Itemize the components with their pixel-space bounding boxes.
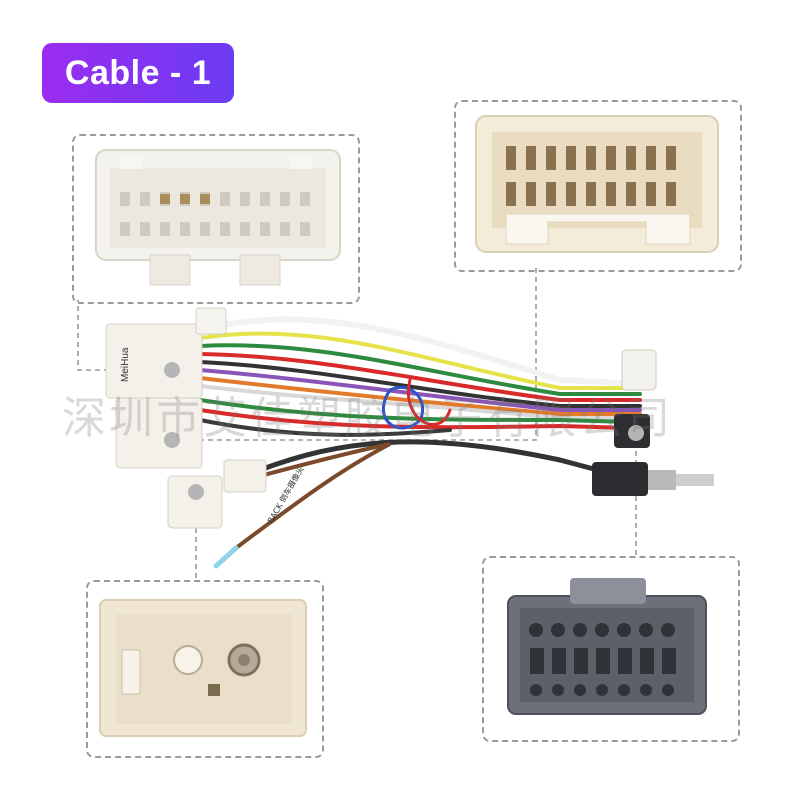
connector-bottom-left — [99, 599, 307, 737]
leader-line-2 — [172, 268, 537, 441]
connector-top-right — [475, 115, 719, 253]
watermark-text: 深圳市艾佳塑胶电子有限公司 — [62, 393, 673, 444]
connector-brand-label: MeiHua — [120, 347, 131, 382]
small-white-connector — [621, 349, 657, 391]
pointer-dots — [164, 362, 644, 500]
white-connector-group — [105, 307, 267, 529]
connector-bottom-right — [507, 578, 707, 715]
pin-sockets-bottom-right — [529, 623, 676, 696]
connector-top-left — [95, 149, 341, 286]
wire-bundle — [197, 316, 643, 569]
pin-contacts-top-right — [506, 146, 676, 206]
antenna-plug — [592, 462, 714, 496]
cable-title-badge: Cable - 1 — [42, 43, 234, 103]
